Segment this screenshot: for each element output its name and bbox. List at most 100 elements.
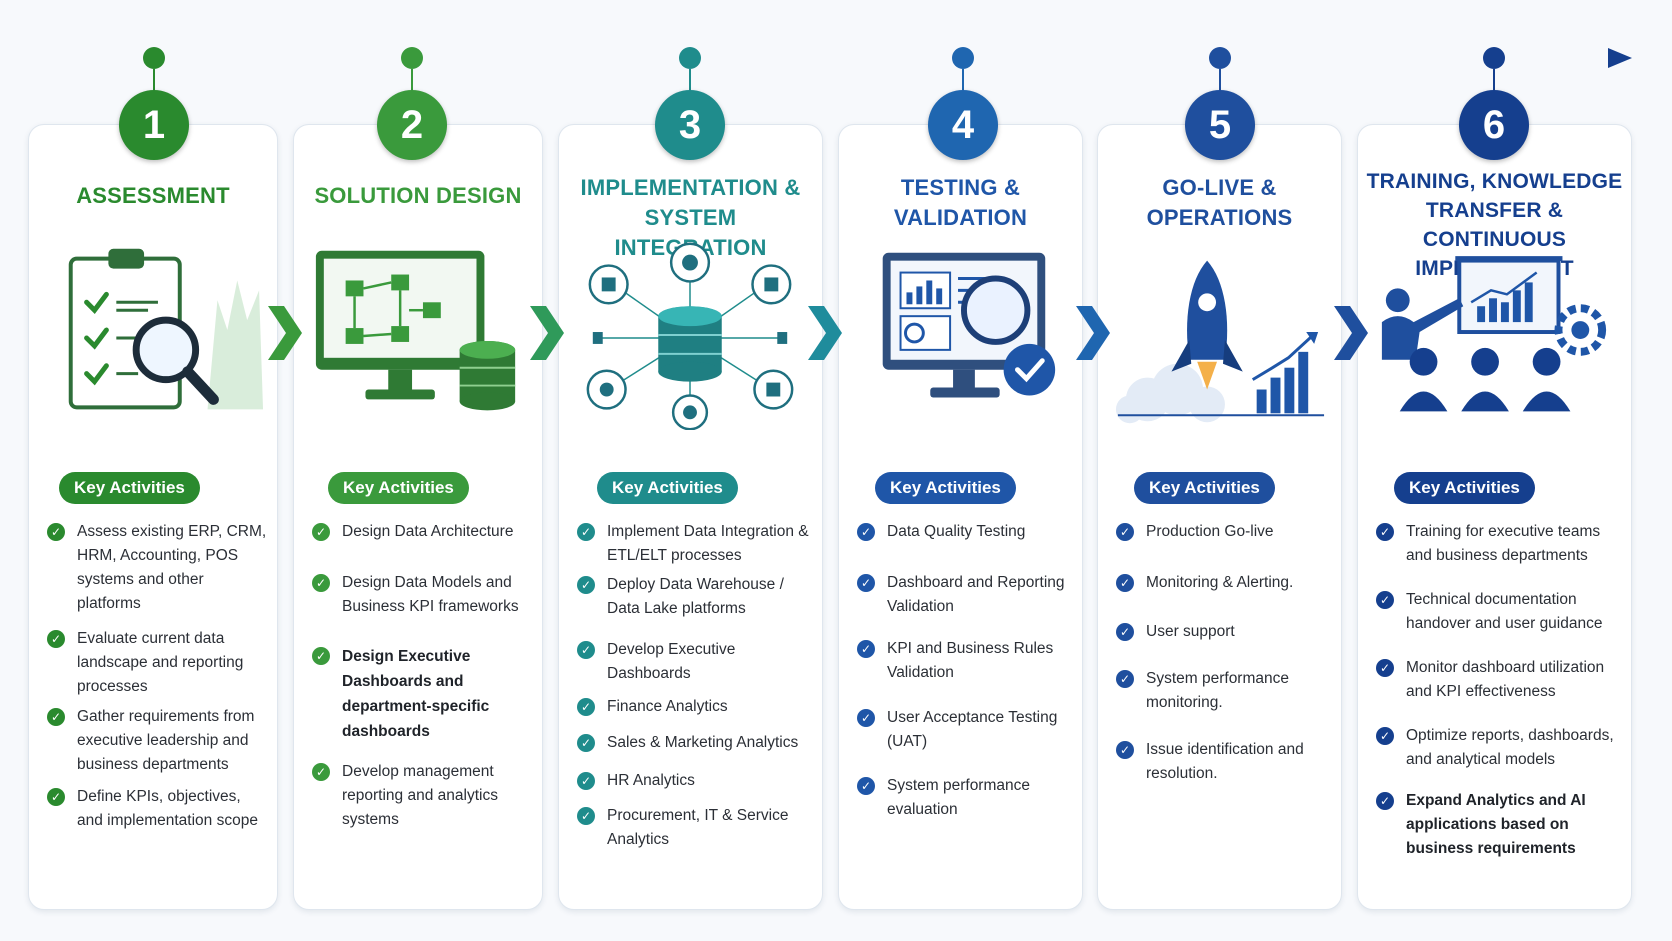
- check-icon: ✓: [857, 640, 875, 658]
- check-icon: ✓: [577, 523, 595, 541]
- timeline-node-6: [1483, 47, 1505, 69]
- activity-item: ✓Design Data Models and Business KPI fra…: [312, 571, 532, 619]
- step-number-6: 6: [1459, 90, 1529, 160]
- check-icon: ✓: [1116, 523, 1134, 541]
- database-integration-icon: [569, 240, 812, 431]
- timeline-node-4: [952, 47, 974, 69]
- step-card-training: TRAINING, KNOWLEDGE TRANSFER & CONTINUOU…: [1357, 124, 1632, 910]
- activity-item: ✓KPI and Business Rules Validation: [857, 637, 1072, 685]
- activity-item: ✓Develop management reporting and analyt…: [312, 760, 532, 832]
- check-icon: ✓: [47, 523, 65, 541]
- check-icon: ✓: [577, 641, 595, 659]
- activity-item: ✓Evaluate current data landscape and rep…: [47, 627, 267, 699]
- check-icon: ✓: [1376, 523, 1394, 541]
- activity-item: ✓Dashboard and Reporting Validation: [857, 571, 1072, 619]
- timeline-nodes: [143, 47, 1505, 92]
- check-icon: ✓: [1116, 741, 1134, 759]
- step-title: TESTING & VALIDATION: [893, 175, 1028, 230]
- activity-item: ✓Optimize reports, dashboards, and analy…: [1376, 724, 1621, 772]
- rocket-launch-icon: [1108, 240, 1331, 430]
- key-activities-label: Key Activities: [875, 472, 1016, 504]
- step-number-5: 5: [1185, 90, 1255, 160]
- activity-item: ✓User support: [1116, 620, 1331, 644]
- check-icon: ✓: [312, 523, 330, 541]
- check-icon: ✓: [857, 523, 875, 541]
- key-activities-label: Key Activities: [59, 472, 200, 504]
- check-icon: ✓: [857, 709, 875, 727]
- clipboard-magnifier-icon: [39, 240, 267, 430]
- check-icon: ✓: [47, 630, 65, 648]
- chevron-right-icon: [530, 306, 564, 360]
- check-icon: ✓: [857, 777, 875, 795]
- activity-item: ✓Finance Analytics: [577, 695, 812, 719]
- activity-item: ✓Gather requirements from executive lead…: [47, 705, 267, 777]
- activity-item: ✓Production Go-live: [1116, 520, 1331, 544]
- activity-item: ✓Procurement, IT & Service Analytics: [577, 804, 812, 852]
- activity-item: ✓Technical documentation handover and us…: [1376, 588, 1621, 636]
- training-presentation-icon: [1368, 240, 1621, 430]
- check-icon: ✓: [1376, 591, 1394, 609]
- activity-item: ✓Issue identification and resolution.: [1116, 738, 1331, 786]
- activity-item: ✓Implement Data Integration & ETL/ELT pr…: [577, 520, 812, 568]
- key-activities-label: Key Activities: [328, 472, 469, 504]
- step-card-solution-design: SOLUTION DESIGN: [293, 124, 543, 910]
- check-icon: ✓: [312, 763, 330, 781]
- timeline: [28, 47, 1632, 92]
- step-number-1: 1: [119, 90, 189, 160]
- activity-item: ✓System performance monitoring.: [1116, 667, 1331, 715]
- check-icon: ✓: [1376, 659, 1394, 677]
- activity-item: ✓Monitoring & Alerting.: [1116, 571, 1331, 595]
- activity-item: ✓Design Data Architecture: [312, 520, 532, 544]
- check-icon: ✓: [1116, 574, 1134, 592]
- check-icon: ✓: [577, 698, 595, 716]
- activity-item: ✓Training for executive teams and busine…: [1376, 520, 1621, 568]
- check-icon: ✓: [1116, 623, 1134, 641]
- check-icon: ✓: [577, 807, 595, 825]
- step-card-go-live: GO-LIVE & OPERATIONS Key Activities ✓Pro…: [1097, 124, 1342, 910]
- check-icon: ✓: [1376, 727, 1394, 745]
- key-activities-label: Key Activities: [1394, 472, 1535, 504]
- chevron-right-icon: [808, 306, 842, 360]
- step-card-testing: TESTING & VALIDATION Key Activities ✓Dat…: [838, 124, 1083, 910]
- step-card-implementation: IMPLEMENTATION & SYSTEM INTEGRATION: [558, 124, 823, 910]
- activity-item: ✓Develop Executive Dashboards: [577, 638, 812, 686]
- step-title: SOLUTION DESIGN: [314, 183, 522, 208]
- chevron-right-icon: [1076, 306, 1110, 360]
- check-icon: ✓: [857, 574, 875, 592]
- check-icon: ✓: [577, 576, 595, 594]
- check-icon: ✓: [577, 772, 595, 790]
- chevron-right-icon: [268, 306, 302, 360]
- activity-item: ✓Assess existing ERP, CRM, HRM, Accounti…: [47, 520, 267, 616]
- timeline-node-2: [401, 47, 423, 69]
- monitor-architecture-icon: [304, 240, 532, 430]
- step-number-2: 2: [377, 90, 447, 160]
- check-icon: ✓: [312, 647, 330, 665]
- check-icon: ✓: [1376, 792, 1394, 810]
- activity-item: ✓System performance evaluation: [857, 774, 1072, 822]
- activity-item: ✓Sales & Marketing Analytics: [577, 731, 812, 755]
- activity-item: ✓HR Analytics: [577, 769, 812, 793]
- timeline-node-1: [143, 47, 165, 69]
- timeline-node-5: [1209, 47, 1231, 69]
- chevron-right-icon: [1334, 306, 1368, 360]
- step-number-3: 3: [655, 90, 725, 160]
- activity-item: ✓Expand Analytics and AI applications ba…: [1376, 789, 1621, 861]
- step-number-4: 4: [928, 90, 998, 160]
- activity-item: ✓Deploy Data Warehouse / Data Lake platf…: [577, 573, 812, 621]
- activity-item: ✓Design Executive Dashboards and departm…: [312, 644, 532, 744]
- timeline-node-3: [679, 47, 701, 69]
- check-icon: ✓: [47, 708, 65, 726]
- monitor-validation-icon: [849, 240, 1072, 430]
- step-title: ASSESSMENT: [76, 183, 230, 208]
- timeline-arrow-icon: [1608, 48, 1632, 68]
- activity-item: ✓Data Quality Testing: [857, 520, 1072, 544]
- check-icon: ✓: [1116, 670, 1134, 688]
- key-activities-label: Key Activities: [597, 472, 738, 504]
- check-icon: ✓: [47, 788, 65, 806]
- step-title: GO-LIVE & OPERATIONS: [1146, 175, 1293, 230]
- step-card-assessment: ASSESSMENT Key Activities ✓Assess existi…: [28, 124, 278, 910]
- key-activities-label: Key Activities: [1134, 472, 1275, 504]
- activity-item: ✓Define KPIs, objectives, and implementa…: [47, 785, 267, 833]
- activity-item: ✓Monitor dashboard utilization and KPI e…: [1376, 656, 1621, 704]
- activity-item: ✓User Acceptance Testing (UAT): [857, 706, 1072, 754]
